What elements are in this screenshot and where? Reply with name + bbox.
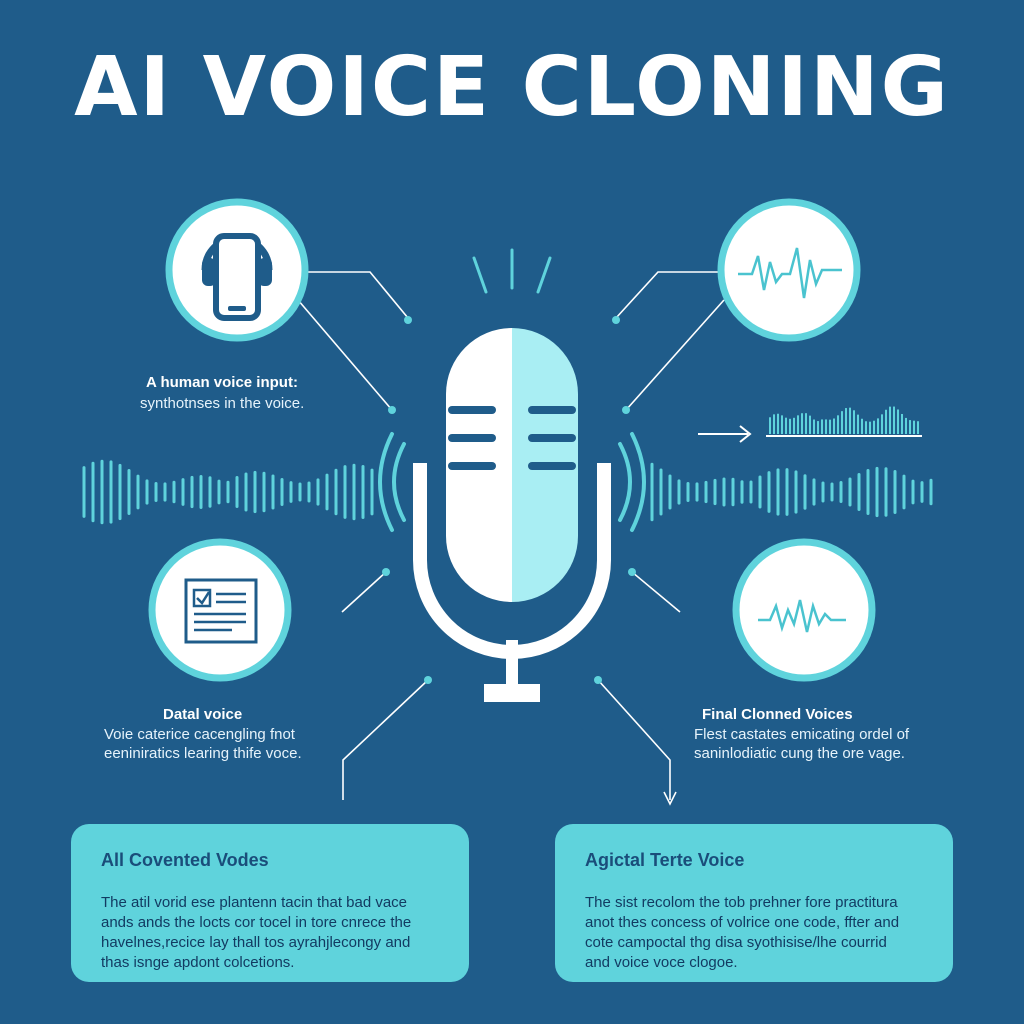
down-arrow-icon: [663, 791, 677, 806]
phone-with-headphones-icon: [165, 198, 309, 342]
input-label-head: A human voice input:: [146, 374, 298, 391]
page-title: AI VOICE CLONING: [74, 40, 950, 135]
card-right-line: cote campoctal thg disa syothisise/lhe c…: [585, 934, 887, 951]
waveform-icon: [717, 198, 861, 342]
card-right-line: The sist recolom the tob prehner fore pr…: [585, 894, 898, 911]
card-left-line: ands ands the locts cor tocel in tore cn…: [101, 914, 412, 931]
card-right-body: The sist recolom the tob prehner fore pr…: [585, 893, 923, 973]
sound-arcs: [378, 432, 646, 532]
final-label-body-1: Flest castates emicating ordel of: [694, 726, 910, 743]
sparkle-icon: [472, 248, 552, 294]
card-right-line: anot thes concess of volrice one code, f…: [585, 914, 900, 931]
final-label-head: Final Clonned Voices: [702, 706, 853, 723]
document-checklist-icon: [148, 538, 292, 682]
card-left-body: The atil vorid ese plantenn tacin that b…: [101, 893, 439, 973]
connector-dots: [382, 316, 636, 684]
waveform-right: [650, 462, 933, 522]
waveform-icon: [732, 538, 876, 682]
card-left: All Covented Vodes The atil vorid ese pl…: [71, 824, 469, 982]
card-left-line: thas isnge apdont colcetions.: [101, 954, 295, 971]
card-left-title: All Covented Vodes: [101, 850, 269, 870]
final-label-body-2: saninlodiatic cung the ore vage.: [694, 745, 905, 762]
right-arrow-icon: [698, 425, 752, 443]
card-right: Agictal Terte Voice The sist recolom the…: [555, 824, 953, 982]
input-label-body: synthotnses in the voice.: [140, 395, 305, 412]
connector-lines: [290, 271, 734, 800]
microphone-icon: [413, 328, 611, 702]
card-left-line: havelnes,recice lay thall tos ayrahjleco…: [101, 934, 411, 951]
data-label-head: Datal voice: [163, 706, 243, 723]
card-left-line: The atil vorid ese plantenn tacin that b…: [101, 894, 408, 911]
card-right-line: and voice voce clogoe.: [585, 954, 738, 971]
data-label-body-2: eeniniratics learing thife voce.: [104, 745, 302, 762]
waveform-left: [82, 459, 374, 525]
data-label-body-1: Voie caterice cacengling fnot: [104, 726, 295, 743]
spectrum-graph: [769, 406, 919, 434]
card-right-title: Agictal Terte Voice: [585, 850, 745, 870]
